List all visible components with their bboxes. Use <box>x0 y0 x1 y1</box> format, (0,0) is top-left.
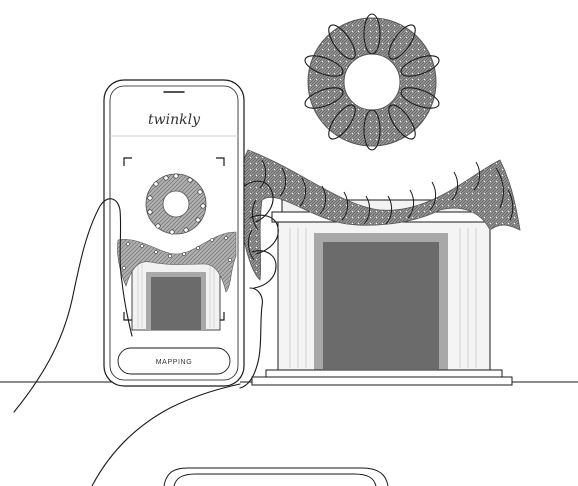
fireplace-icon <box>252 200 512 385</box>
mapping-button-label: MAPPING <box>156 359 192 366</box>
smartphone-icon[interactable]: twinkly <box>104 80 244 386</box>
preview-wreath <box>146 174 206 234</box>
preview-fireplace <box>132 258 220 330</box>
bottom-outline <box>164 468 388 486</box>
mapping-button[interactable]: MAPPING <box>118 348 230 374</box>
app-logo: twinkly <box>148 112 201 128</box>
wreath-icon <box>302 14 441 150</box>
